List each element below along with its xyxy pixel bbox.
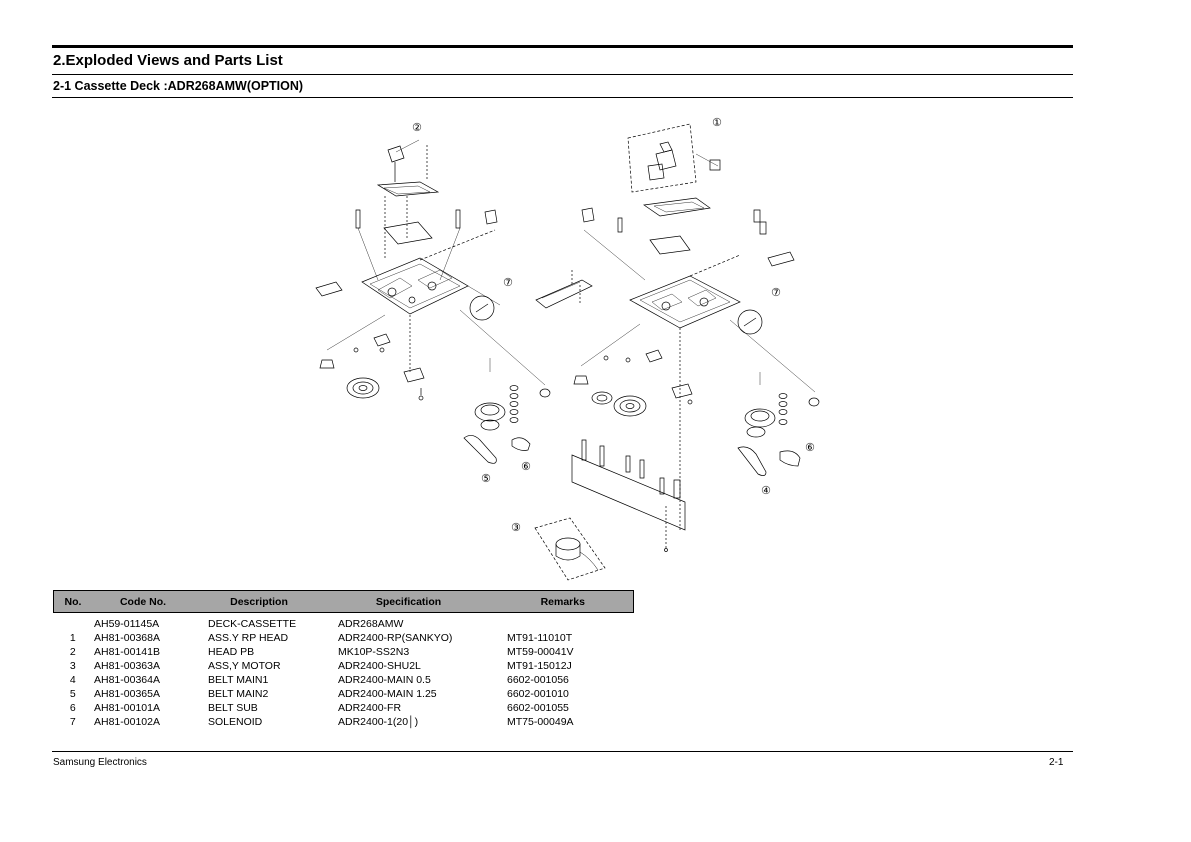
center-bracket	[535, 270, 593, 309]
table-row: 6 AH81-00101A BELT SUB ADR2400-FR 6602-0…	[54, 701, 634, 715]
page-title: 2.Exploded Views and Parts List	[53, 52, 283, 69]
exploded-view-diagram: ② ① ⑦ ⑦ ⑤ ⑥ ⑥ ④ ③	[315, 116, 820, 581]
cell-no: 6	[69, 702, 76, 714]
section-title: 2-1 Cassette Deck :ADR268AMW(OPTION)	[53, 79, 304, 93]
cell-no: 2	[69, 646, 76, 658]
col-specification: Specification	[324, 590, 493, 613]
cell-description: DECK-CASSETTE	[208, 618, 297, 630]
parts-list-table: No. Code No. Description Specification R…	[53, 590, 634, 729]
cell-description: HEAD PB	[208, 646, 255, 658]
right-deck-assembly	[571, 123, 820, 552]
callout-7-right: ⑦	[771, 286, 781, 299]
cell-description: BELT MAIN1	[208, 674, 269, 686]
cell-code: AH81-00364A	[94, 674, 160, 686]
col-remarks: Remarks	[493, 590, 634, 613]
cell-no: 3	[69, 660, 76, 672]
callout-3: ③	[511, 521, 521, 534]
callout-6-right: ⑥	[805, 441, 815, 454]
cell-code: AH81-00368A	[94, 632, 160, 644]
table-row: 5 AH81-00365A BELT MAIN2 ADR2400-MAIN 1.…	[54, 687, 634, 701]
motor-assembly	[534, 517, 606, 581]
callout-6-left: ⑥	[521, 460, 531, 473]
cell-code: AH81-00141B	[94, 646, 160, 658]
title-rule-top	[52, 45, 1073, 48]
cell-description: ASS.Y RP HEAD	[208, 632, 289, 644]
table-row: 2 AH81-00141B HEAD PB MK10P-SS2N3 MT59-0…	[54, 645, 634, 659]
cell-description: BELT MAIN2	[208, 688, 269, 700]
footer-company: Samsung Electronics	[53, 757, 147, 768]
footer-rule	[52, 751, 1073, 752]
cell-remarks: MT59-00041V	[507, 646, 574, 658]
table-row: 4 AH81-00364A BELT MAIN1 ADR2400-MAIN 0.…	[54, 673, 634, 687]
footer-page-number: 2-1	[1049, 757, 1064, 768]
cell-no: 4	[69, 674, 76, 686]
cell-no	[54, 617, 93, 631]
cell-remarks: 6602-001055	[507, 702, 569, 714]
cell-specification: ADR2400-SHU2L	[338, 660, 421, 672]
cell-remarks	[493, 617, 633, 631]
callout-1: ①	[712, 116, 722, 129]
callout-2: ②	[412, 121, 422, 134]
cell-specification: ADR2400-1(20│)	[338, 716, 419, 728]
col-description: Description	[194, 590, 324, 613]
cell-remarks: 6602-001056	[507, 674, 569, 686]
col-no: No.	[53, 590, 92, 613]
cell-code: AH59-01145A	[94, 618, 160, 630]
table-row: 7 AH81-00102A SOLENOID ADR2400-1(20│) MT…	[54, 715, 634, 729]
cell-code: AH81-00363A	[94, 660, 160, 672]
title-rule-bottom	[52, 74, 1073, 75]
table-row: 3 AH81-00363A ASS,Y MOTOR ADR2400-SHU2L …	[54, 659, 634, 673]
table-row: 1 AH81-00368A ASS.Y RP HEAD ADR2400-RP(S…	[54, 631, 634, 645]
section-rule	[52, 97, 1073, 98]
cell-code: AH81-00102A	[94, 716, 160, 728]
cell-specification: ADR2400-RP(SANKYO)	[338, 632, 453, 644]
cell-description: ASS,Y MOTOR	[208, 660, 281, 672]
cell-specification: MK10P-SS2N3	[338, 646, 410, 658]
callout-5: ⑤	[481, 472, 491, 485]
cell-remarks: MT91-11010T	[507, 632, 573, 644]
cell-description: BELT SUB	[208, 702, 258, 714]
table-header-row: No. Code No. Description Specification R…	[53, 590, 634, 613]
cell-no: 1	[69, 632, 76, 644]
callout-7-left: ⑦	[503, 276, 513, 289]
cell-code: AH81-00101A	[94, 702, 160, 714]
cell-specification: ADR2400-MAIN 1.25	[338, 688, 437, 700]
col-code: Code No.	[92, 590, 194, 613]
cell-remarks: 6602-001010	[507, 688, 569, 700]
cell-remarks: MT75-00049A	[507, 716, 574, 728]
callout-4: ④	[761, 484, 771, 497]
cell-specification: ADR2400-MAIN 0.5	[338, 674, 431, 686]
cell-remarks: MT91-15012J	[507, 660, 572, 672]
table-row: AH59-01145A DECK-CASSETTE ADR268AMW	[54, 617, 634, 631]
cell-specification: ADR2400-FR	[338, 702, 402, 714]
cell-specification: ADR268AMW	[338, 618, 404, 630]
cell-no: 5	[69, 688, 76, 700]
left-deck-assembly	[315, 139, 551, 464]
cell-code: AH81-00365A	[94, 688, 160, 700]
cell-no: 7	[69, 716, 76, 728]
cell-description: SOLENOID	[208, 716, 263, 728]
